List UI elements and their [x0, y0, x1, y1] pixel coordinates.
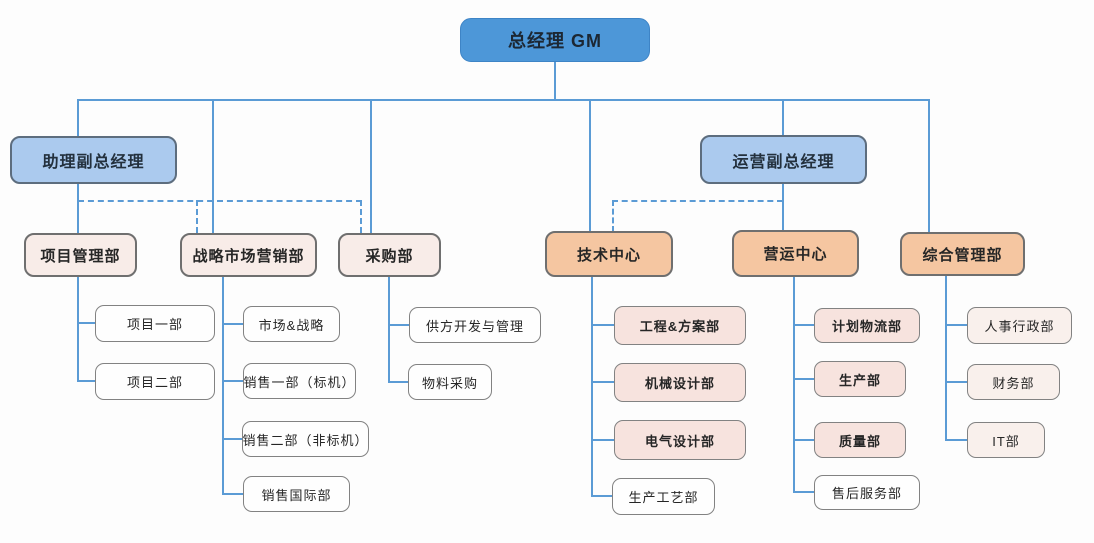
node-electrical-design-dept: 电气设计部 — [614, 420, 746, 460]
connector-to-general-management — [928, 99, 930, 233]
node-market-strategy: 市场&战略 — [243, 306, 340, 342]
connector-to-assistant-deputy — [77, 99, 79, 137]
stub-mechanical-design — [591, 381, 614, 383]
node-hr-admin-dept: 人事行政部 — [967, 307, 1072, 344]
dashline-assistant-horizontal — [78, 200, 362, 202]
node-finance-dept: 财务部 — [967, 364, 1060, 400]
stem-general-management — [945, 276, 947, 440]
node-sales-dept-1: 销售一部（标机） — [243, 363, 356, 399]
stem-technology-center — [591, 277, 593, 496]
node-sales-dept-2: 销售二部（非标机） — [242, 421, 369, 457]
stub-production-dept — [793, 378, 814, 380]
stub-quality-dept — [793, 439, 814, 441]
connector-gm-stem — [554, 62, 556, 100]
connector-operations-to-operations-center — [782, 183, 784, 231]
node-project-dept-2: 项目二部 — [95, 363, 215, 400]
node-gm: 总经理 GM — [460, 18, 650, 62]
dashline-to-technology-center — [612, 200, 614, 232]
node-project-management-dept: 项目管理部 — [24, 233, 137, 277]
stub-production-process — [591, 495, 612, 497]
node-strategy-marketing-dept: 战略市场营销部 — [180, 233, 317, 277]
node-international-sales: 销售国际部 — [243, 476, 350, 512]
stub-project-dept-2 — [77, 380, 95, 382]
node-purchasing-dept: 采购部 — [338, 233, 441, 277]
stub-finance — [945, 381, 967, 383]
stub-hr-admin — [945, 324, 967, 326]
node-material-purchasing: 物料采购 — [408, 364, 492, 400]
node-supplier-development: 供方开发与管理 — [409, 307, 541, 343]
connector-to-operations-deputy — [782, 99, 784, 136]
dashline-operations-horizontal — [612, 200, 783, 202]
dashline-to-purchasing — [360, 200, 362, 233]
stem-project-management — [77, 277, 79, 381]
stub-supplier-development — [388, 324, 409, 326]
stub-material-purchasing — [388, 381, 408, 383]
stub-engineering-solutions — [591, 324, 614, 326]
dashline-to-strategy-marketing — [196, 200, 198, 233]
node-after-sales-service-dept: 售后服务部 — [814, 475, 920, 510]
stem-purchasing — [388, 277, 390, 382]
connector-assistant-to-project-dept — [77, 184, 79, 234]
stub-sales-dept-1 — [222, 380, 243, 382]
stub-international-sales — [222, 493, 243, 495]
node-production-process-dept: 生产工艺部 — [612, 478, 715, 515]
stub-sales-dept-2 — [222, 438, 242, 440]
node-technology-center: 技术中心 — [545, 231, 673, 277]
stem-operations-center — [793, 277, 795, 492]
stub-market-strategy — [222, 323, 243, 325]
node-it-dept: IT部 — [967, 422, 1045, 458]
node-engineering-solutions-dept: 工程&方案部 — [614, 306, 746, 345]
node-quality-dept: 质量部 — [814, 422, 906, 458]
connector-main-horizontal — [78, 99, 930, 101]
node-production-dept: 生产部 — [814, 361, 906, 397]
node-operations-deputy-gm: 运营副总经理 — [700, 135, 867, 184]
node-mechanical-design-dept: 机械设计部 — [614, 363, 746, 402]
stub-after-sales-service — [793, 491, 814, 493]
stem-strategy-marketing — [222, 277, 224, 493]
stub-planning-logistics — [793, 324, 814, 326]
connector-to-purchasing — [370, 99, 372, 234]
node-operations-center: 营运中心 — [732, 230, 859, 277]
node-assistant-deputy-gm: 助理副总经理 — [10, 136, 177, 184]
stub-electrical-design — [591, 439, 614, 441]
stub-it — [945, 439, 967, 441]
node-planning-logistics-dept: 计划物流部 — [814, 308, 920, 343]
node-project-dept-1: 项目一部 — [95, 305, 215, 342]
node-general-management-dept: 综合管理部 — [900, 232, 1025, 276]
stub-project-dept-1 — [77, 322, 95, 324]
connector-to-strategy-marketing — [212, 99, 214, 234]
connector-to-technology-center — [589, 99, 591, 232]
